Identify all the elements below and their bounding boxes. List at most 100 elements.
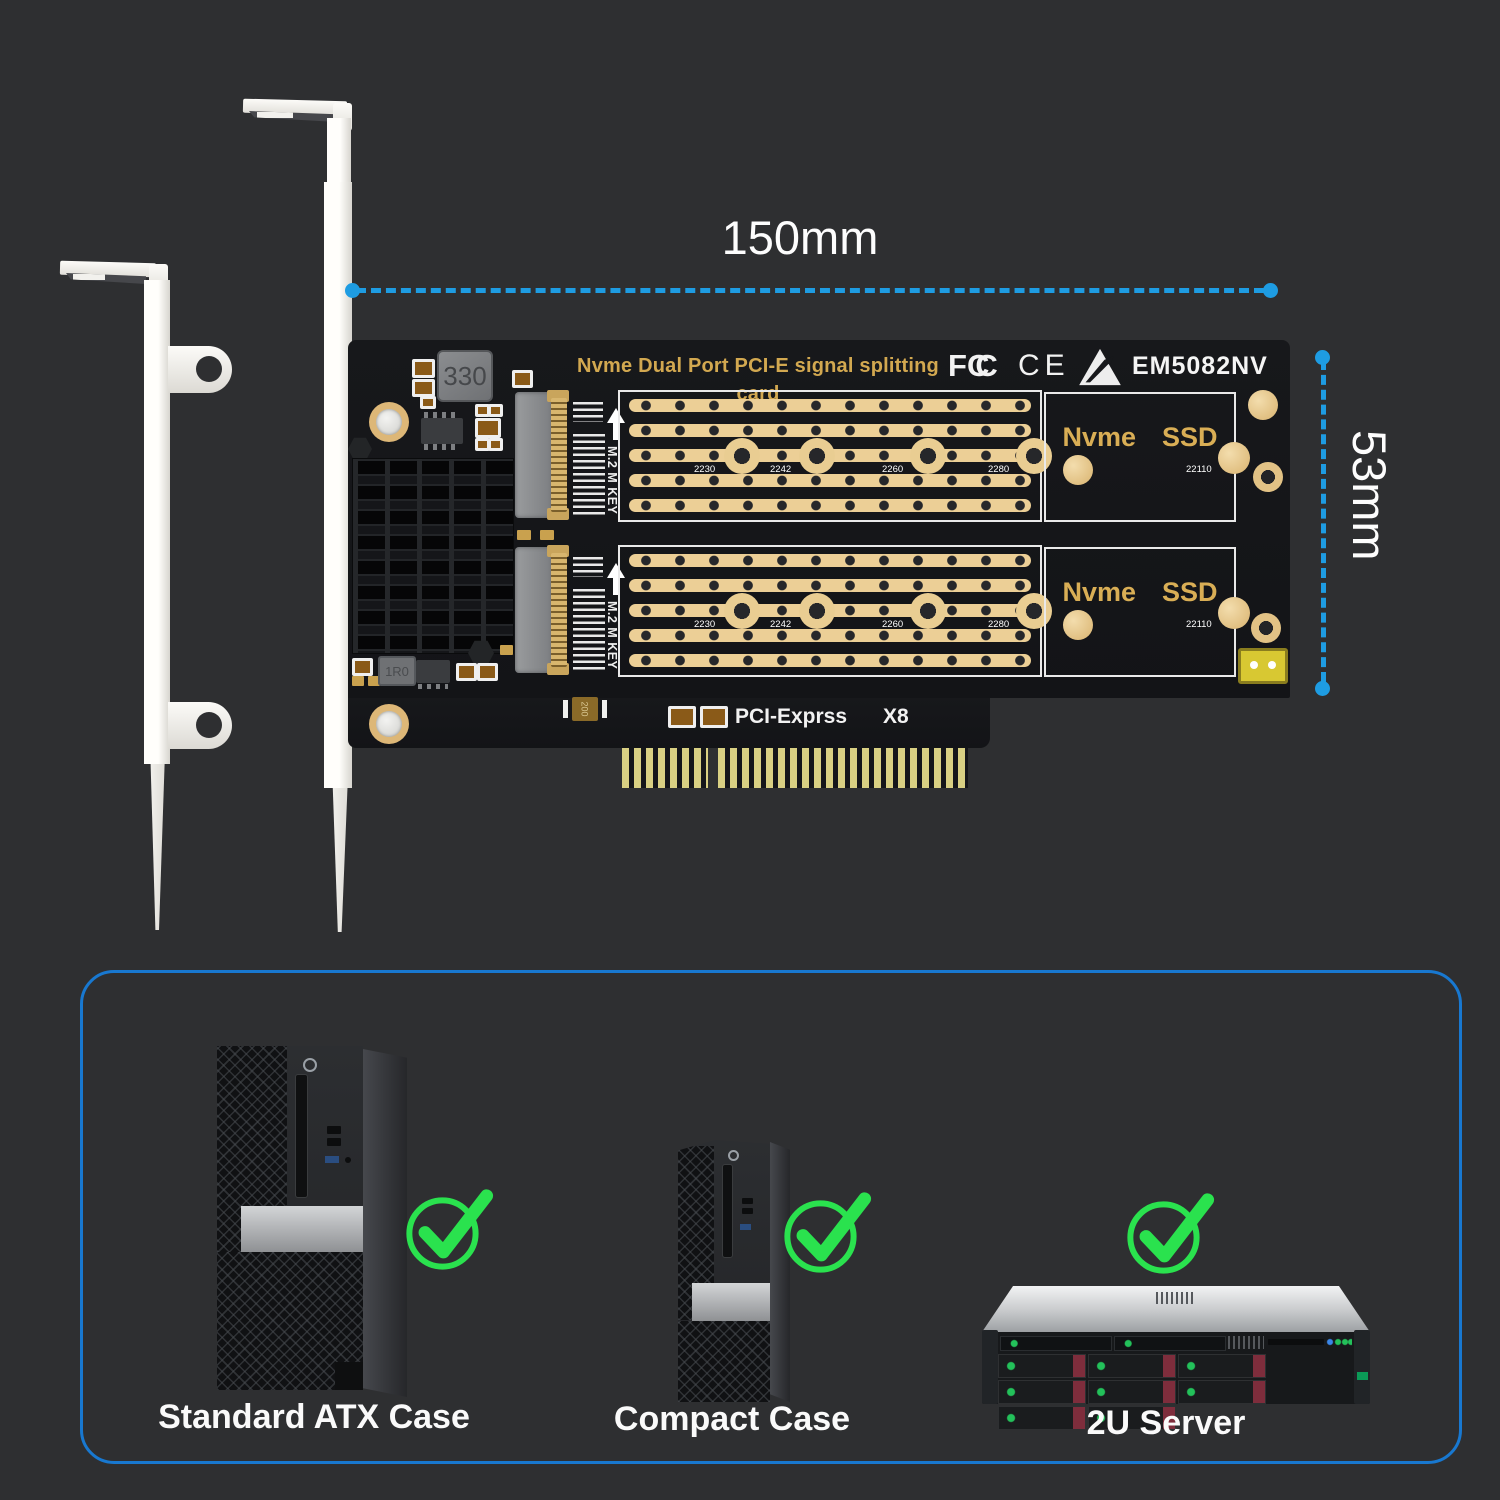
atx-case-image <box>217 1043 407 1403</box>
ssd-standoff <box>1063 610 1093 640</box>
smd-pad <box>456 663 477 681</box>
bracket-bar <box>144 280 170 764</box>
connector-pin <box>1268 661 1276 669</box>
width-dimension-label: 150mm <box>721 211 879 264</box>
size-label: 2230 <box>694 464 716 475</box>
size-label: 2242 <box>770 464 792 475</box>
usb3-port <box>325 1156 339 1163</box>
mount-hole-2280 <box>1016 593 1052 629</box>
usb3-port <box>740 1224 751 1230</box>
bracket-flange-underside <box>249 111 337 122</box>
ssd-standoff <box>1063 455 1093 485</box>
size-label: 2280 <box>988 464 1010 475</box>
drive-bay <box>998 1406 1086 1430</box>
socket-pins <box>551 398 567 512</box>
drive-bay <box>1178 1354 1266 1378</box>
dimension-endpoint-dot <box>1315 350 1330 365</box>
dimension-endpoint-dot <box>1315 681 1330 696</box>
usb-port <box>742 1208 753 1214</box>
gold-pad <box>517 530 531 540</box>
rack-ear <box>982 1330 998 1404</box>
size-label-22110: 22110 <box>1186 619 1212 630</box>
check-icon <box>784 1192 872 1273</box>
bracket-flange-slot <box>73 274 105 280</box>
gold-pad <box>540 530 554 540</box>
m2-socket <box>515 547 553 673</box>
heatsink <box>352 458 514 654</box>
size-label: 2230 <box>694 619 716 630</box>
smd-pad <box>420 396 436 409</box>
usb-port <box>327 1126 341 1134</box>
optical-drive-slot <box>295 1074 308 1198</box>
chip-legs <box>418 684 448 689</box>
led-power-connector <box>1238 648 1288 684</box>
hex-nut <box>348 437 372 461</box>
socket-pins <box>551 553 567 667</box>
size-label: 2280 <box>988 619 1010 630</box>
standoff-rails-box: 2230 2242 2260 2280 <box>618 545 1052 677</box>
pcie-edge-fingers-long <box>718 748 968 788</box>
bracket-bar <box>327 118 351 184</box>
smd-pad <box>475 418 501 438</box>
bracket-mount-hole <box>196 356 222 382</box>
silkscreen-hatch <box>573 434 605 516</box>
gold-rail <box>629 629 1031 642</box>
mount-hole-2242 <box>799 438 835 474</box>
compact-case-image <box>678 1137 790 1405</box>
card-model-number: EM5082NV <box>1132 352 1268 380</box>
inductor-330: 330 <box>437 350 493 402</box>
2u-server-image <box>982 1272 1370 1430</box>
bracket-flange-slot <box>257 112 293 118</box>
height-dimension-line <box>1321 360 1326 682</box>
ring-standoff <box>1253 462 1283 492</box>
smd-pad <box>700 706 728 728</box>
dimension-endpoint-dot <box>1263 283 1278 298</box>
ssd-standoff <box>1218 442 1250 474</box>
bracket-mount-tab <box>168 702 232 749</box>
hex-nut <box>468 640 494 666</box>
power-button <box>728 1150 739 1161</box>
smd-pad <box>488 438 503 451</box>
height-dimension-label: 53mm <box>1343 430 1396 561</box>
2u-server-label: 2U Server <box>1086 1404 1246 1442</box>
server-front <box>982 1330 1370 1430</box>
size-label: 2260 <box>882 464 904 475</box>
mount-hole-2230 <box>724 593 760 629</box>
up-arrow-icon <box>607 563 625 578</box>
chip-legs <box>424 444 460 450</box>
ce-logo: CE <box>1018 349 1070 382</box>
case-mesh <box>678 1321 770 1402</box>
smd-pad <box>352 658 373 676</box>
bracket-tail <box>332 788 348 932</box>
bracket-tail <box>150 764 165 930</box>
up-arrow-icon <box>607 408 625 423</box>
soic-chip <box>421 418 463 444</box>
mount-hole-2242 <box>799 593 835 629</box>
silkscreen-hatch <box>573 557 603 577</box>
mount-hole-2260 <box>910 438 946 474</box>
gold-rail <box>629 554 1031 567</box>
case-silver-band <box>241 1206 363 1252</box>
size-label: 2242 <box>770 619 792 630</box>
mounting-screw <box>369 402 409 442</box>
fuse-bracket <box>563 700 568 718</box>
up-arrow-stem <box>613 422 618 440</box>
esd-warning-icon <box>1079 348 1121 386</box>
gold-rail <box>629 499 1031 512</box>
drive-bay <box>1088 1380 1176 1404</box>
ssd-standoff <box>1248 390 1278 420</box>
compact-case-label: Compact Case <box>613 1400 851 1438</box>
drive-bay <box>1178 1380 1266 1404</box>
smd-pad <box>488 404 503 417</box>
mount-hole-2230 <box>724 438 760 474</box>
size-label-22110: 22110 <box>1186 464 1212 475</box>
bracket-mount-tab <box>168 346 232 393</box>
gold-rail <box>629 654 1031 667</box>
pcie-lanes-label: X8 <box>883 705 909 728</box>
